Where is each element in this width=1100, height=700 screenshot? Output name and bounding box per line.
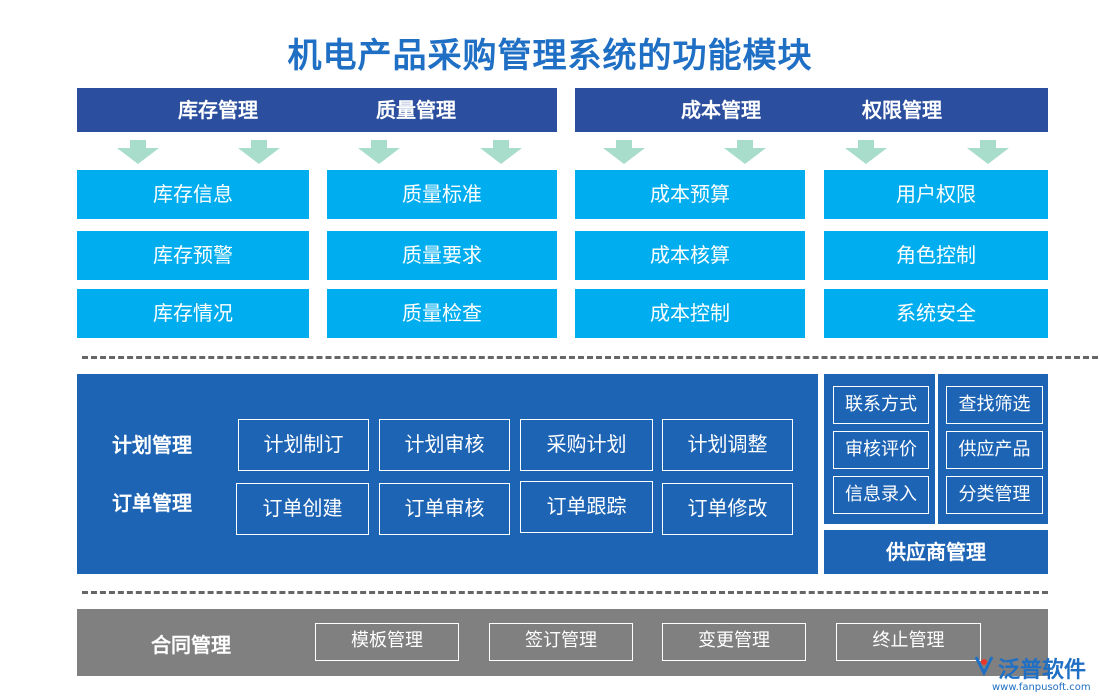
down-arrow-icon bbox=[967, 148, 1009, 164]
cell-inventory-status[interactable]: 库存情况 bbox=[77, 289, 309, 338]
order-track-box[interactable]: 订单跟踪 bbox=[520, 481, 653, 533]
header-bar-right bbox=[575, 88, 1048, 132]
header-inventory: 库存管理 bbox=[178, 98, 258, 122]
contract-sign-box[interactable]: 签订管理 bbox=[489, 623, 633, 661]
supplier-entry-box[interactable]: 信息录入 bbox=[833, 476, 929, 514]
cell-quality-standard[interactable]: 质量标准 bbox=[327, 170, 557, 219]
down-arrow-icon bbox=[480, 148, 522, 164]
order-create-box[interactable]: 订单创建 bbox=[236, 483, 369, 535]
contract-template-box[interactable]: 模板管理 bbox=[315, 623, 459, 661]
order-modify-box[interactable]: 订单修改 bbox=[662, 483, 793, 535]
arrow-stem bbox=[858, 140, 874, 149]
plan-label: 计划管理 bbox=[112, 433, 192, 457]
supplier-panel-right bbox=[938, 374, 1048, 524]
supplier-panel-left bbox=[824, 374, 935, 524]
cell-quality-requirement[interactable]: 质量要求 bbox=[327, 231, 557, 280]
divider bbox=[82, 591, 1048, 594]
cell-cost-accounting[interactable]: 成本核算 bbox=[575, 231, 805, 280]
logo-name: 泛普软件 bbox=[998, 658, 1087, 683]
arrow-stem bbox=[980, 140, 996, 149]
brand-logo: 泛普软件 www.fanpusoft.com bbox=[970, 650, 1095, 695]
arrow-stem bbox=[371, 140, 387, 149]
down-arrow-icon bbox=[238, 148, 280, 164]
supplier-search-box[interactable]: 查找筛选 bbox=[946, 386, 1043, 424]
cell-user-permission[interactable]: 用户权限 bbox=[824, 170, 1048, 219]
logo-url: www.fanpusoft.com bbox=[992, 682, 1091, 693]
supplier-contact-box[interactable]: 联系方式 bbox=[833, 386, 929, 424]
plan-order-panel bbox=[77, 374, 818, 574]
down-arrow-icon bbox=[603, 148, 645, 164]
cell-inventory-warning[interactable]: 库存预警 bbox=[77, 231, 309, 280]
cell-cost-control[interactable]: 成本控制 bbox=[575, 289, 805, 338]
arrow-stem bbox=[130, 140, 146, 149]
purchase-plan-box[interactable]: 采购计划 bbox=[520, 419, 653, 471]
supplier-product-box[interactable]: 供应产品 bbox=[946, 431, 1043, 469]
down-arrow-icon bbox=[358, 148, 400, 164]
contract-bar bbox=[77, 609, 1048, 676]
cell-cost-budget[interactable]: 成本预算 bbox=[575, 170, 805, 219]
down-arrow-icon bbox=[845, 148, 887, 164]
page-title: 机电产品采购管理系统的功能模块 bbox=[287, 36, 813, 76]
order-label: 订单管理 bbox=[112, 491, 192, 515]
cell-system-security[interactable]: 系统安全 bbox=[824, 289, 1048, 338]
contract-terminate-box[interactable]: 终止管理 bbox=[836, 623, 981, 661]
header-quality: 质量管理 bbox=[376, 98, 456, 122]
arrow-stem bbox=[737, 140, 753, 149]
header-bar-left bbox=[77, 88, 557, 132]
supplier-category-box[interactable]: 分类管理 bbox=[946, 476, 1043, 514]
plan-review-box[interactable]: 计划审核 bbox=[379, 419, 510, 471]
down-arrow-icon bbox=[117, 148, 159, 164]
contract-label: 合同管理 bbox=[151, 633, 231, 657]
down-arrow-icon bbox=[724, 148, 766, 164]
plan-create-box[interactable]: 计划制订 bbox=[238, 419, 369, 471]
header-permission: 权限管理 bbox=[862, 98, 942, 122]
supplier-title: 供应商管理 bbox=[824, 530, 1048, 574]
arrow-stem bbox=[251, 140, 267, 149]
cell-inventory-info[interactable]: 库存信息 bbox=[77, 170, 309, 219]
plan-adjust-box[interactable]: 计划调整 bbox=[662, 419, 793, 471]
arrow-stem bbox=[616, 140, 632, 149]
arrow-stem bbox=[493, 140, 509, 149]
order-review-box[interactable]: 订单审核 bbox=[379, 483, 510, 535]
logo-icon bbox=[972, 653, 996, 677]
header-cost: 成本管理 bbox=[681, 98, 761, 122]
contract-change-box[interactable]: 变更管理 bbox=[662, 623, 806, 661]
cell-quality-inspection[interactable]: 质量检查 bbox=[327, 289, 557, 338]
supplier-evaluation-box[interactable]: 审核评价 bbox=[833, 431, 929, 469]
divider bbox=[82, 356, 1098, 359]
cell-role-control[interactable]: 角色控制 bbox=[824, 231, 1048, 280]
